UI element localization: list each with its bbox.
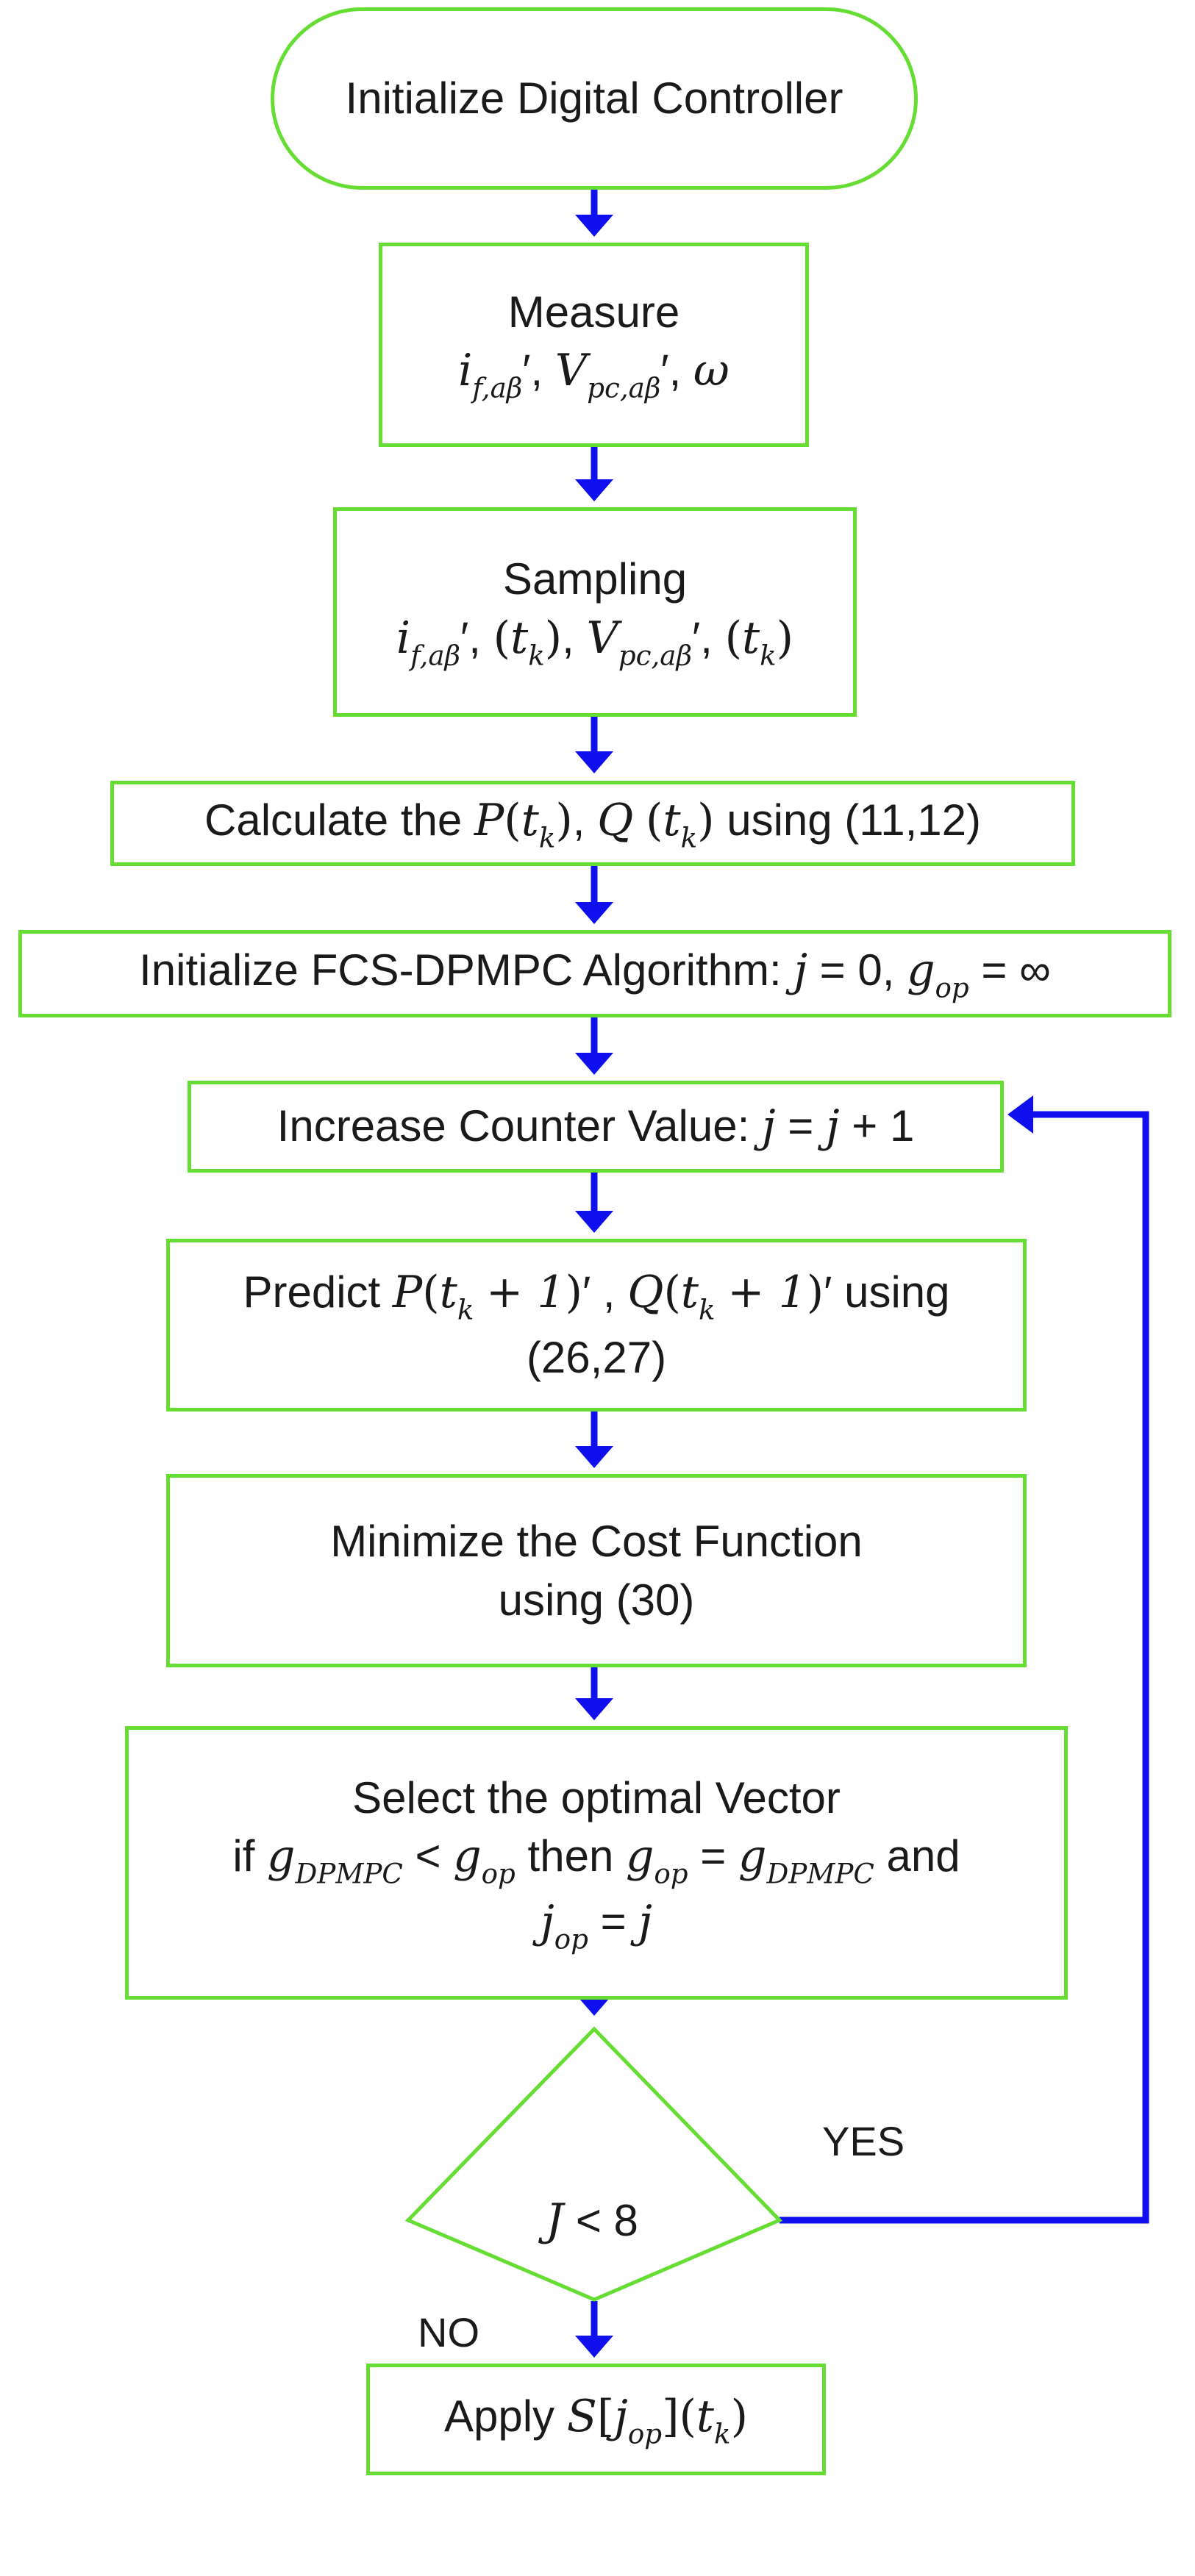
select-line-2: if gDPMPC < gop then gop = gDPMPC and [232, 1830, 960, 1890]
sampling-title: Sampling [502, 554, 688, 604]
minimize-line-1: Minimize the Cost Function [330, 1517, 863, 1567]
predict-line-2: (26,27) [526, 1333, 667, 1383]
apply-text: Apply S[jop](tk) [443, 2390, 749, 2450]
yes-label: YES [822, 2118, 905, 2164]
decision-label: J < 8 [546, 2194, 638, 2246]
start-label: Initialize Digital Controller [345, 74, 843, 124]
sampling-variables: if,aβ′, (tk), Vpc,aβ′, (tk) [396, 612, 794, 672]
arrowhead-5 [575, 1053, 613, 1075]
arrowhead-yes [1007, 1095, 1033, 1134]
measure-variables: if,aβ′, Vpc,aβ′, ω [458, 345, 730, 404]
arrowhead-1 [575, 215, 613, 237]
select-line-3: jop = j [541, 1895, 652, 1956]
counter-text: Increase Counter Value: j = j + 1 [277, 1101, 915, 1153]
minimize-box: Minimize the Cost Function using (30) [166, 1474, 1027, 1667]
arrow-yes-loop [780, 1111, 1149, 2224]
init-algorithm-box: Initialize FCS-DPMPC Algorithm: j = 0, g… [18, 930, 1171, 1017]
arrowhead-4 [575, 902, 613, 924]
counter-box: Increase Counter Value: j = j + 1 [188, 1081, 1004, 1173]
calculate-box: Calculate the P(tk), Q (tk) using (11,12… [110, 781, 1075, 866]
init-algorithm-text: Initialize FCS-DPMPC Algorithm: j = 0, g… [139, 945, 1051, 1004]
arrowhead-2 [575, 479, 613, 501]
calculate-text: Calculate the P(tk), Q (tk) using (11,12… [204, 794, 981, 854]
minimize-line-2: using (30) [498, 1575, 695, 1625]
select-line-1: Select the optimal Vector [352, 1772, 841, 1822]
arrowhead-8 [575, 1698, 613, 1720]
select-box: Select the optimal Vector if gDPMPC < go… [125, 1726, 1068, 2000]
decision-diamond [404, 2026, 783, 2302]
measure-title: Measure [507, 287, 680, 337]
arrowhead-6 [575, 1211, 613, 1233]
sampling-box: Sampling if,aβ′, (tk), Vpc,aβ′, (tk) [333, 507, 857, 717]
predict-line-1: Predict P(tk + 1)′ , Q(tk + 1)′ using [243, 1267, 950, 1327]
arrowhead-7 [575, 1446, 613, 1468]
arrowhead-10 [575, 2336, 613, 2358]
start-terminator: Initialize Digital Controller [271, 7, 918, 190]
predict-box: Predict P(tk + 1)′ , Q(tk + 1)′ using (2… [166, 1239, 1027, 1412]
apply-box: Apply S[jop](tk) [366, 2364, 826, 2475]
arrowhead-3 [575, 751, 613, 773]
measure-box: Measure if,aβ′, Vpc,aβ′, ω [379, 243, 809, 447]
no-label: NO [418, 2309, 479, 2355]
